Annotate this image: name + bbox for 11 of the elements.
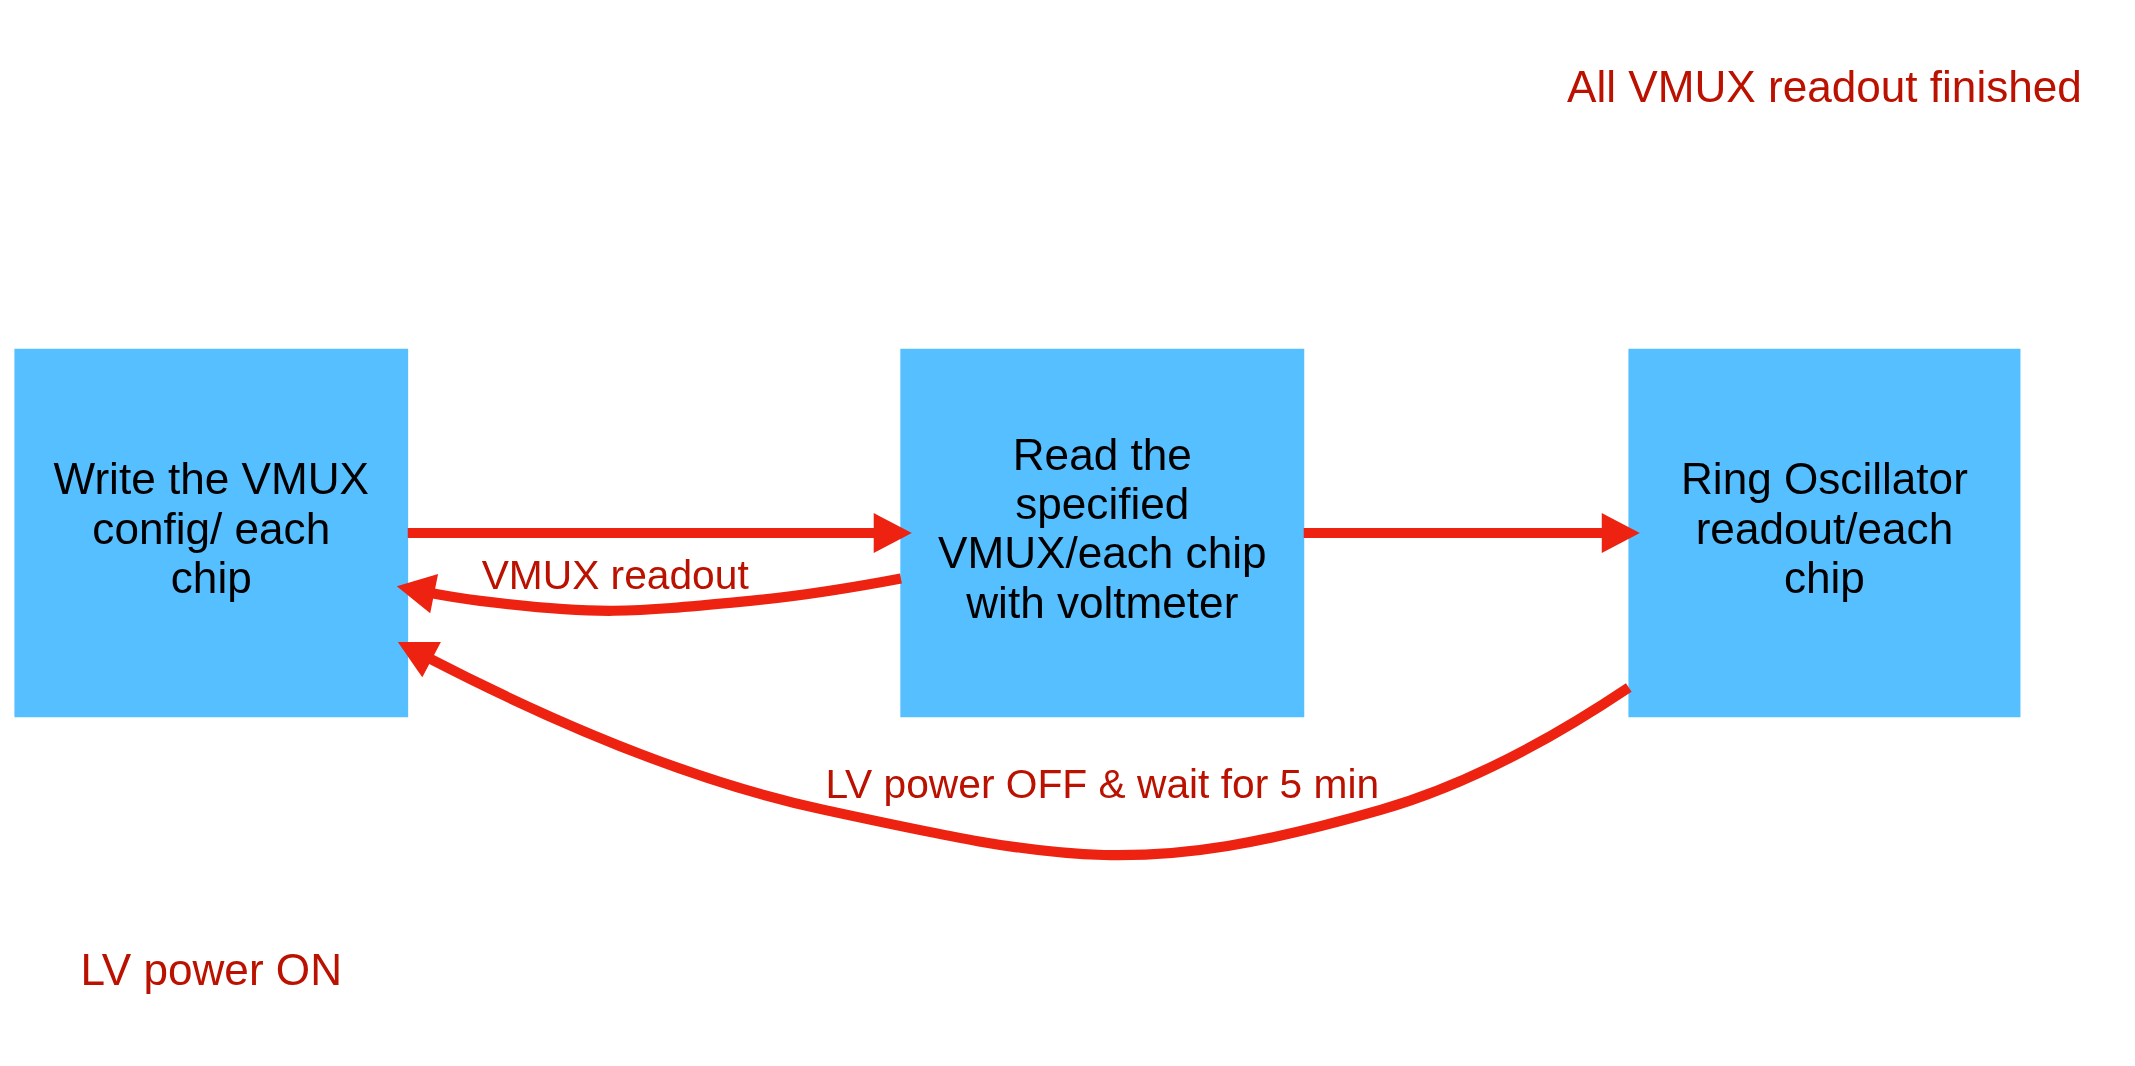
edge-label: LV power OFF & wait for 5 min xyxy=(825,761,1380,808)
edge-label: VMUX readout xyxy=(481,552,749,599)
arrow xyxy=(407,513,912,553)
arrow xyxy=(396,573,902,616)
arrow xyxy=(397,641,1632,861)
node-box: Ring Oscillator readout/each chip xyxy=(1628,348,2021,718)
label: All VMUX readout finished xyxy=(1567,62,2082,112)
arrow xyxy=(1303,513,1640,553)
label: LV power ON xyxy=(80,944,343,994)
node-box: Read the specified VMUX/each chip with voltmeter xyxy=(900,348,1305,718)
node-box: Write the VMUX config/ each chip xyxy=(14,348,409,718)
